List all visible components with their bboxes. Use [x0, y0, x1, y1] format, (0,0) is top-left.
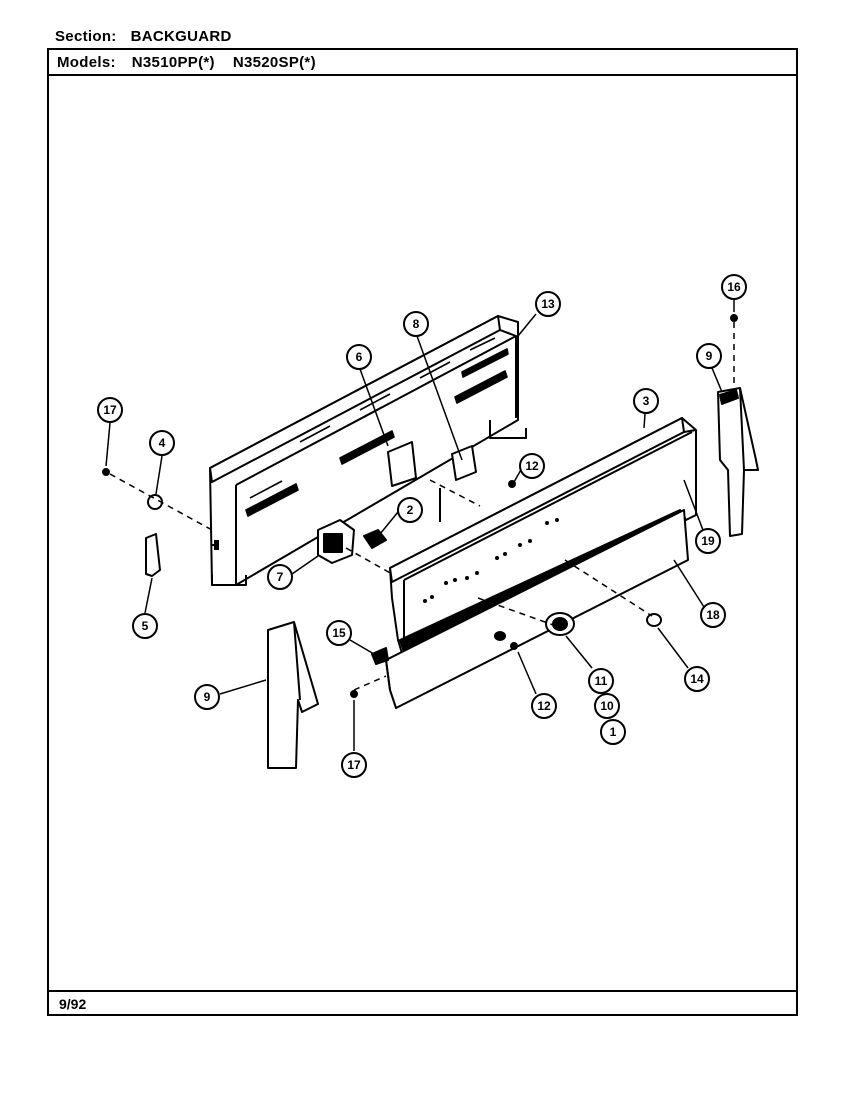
- svg-text:13: 13: [541, 297, 555, 311]
- svg-text:16: 16: [727, 280, 741, 294]
- control-knob: [545, 612, 575, 636]
- callout-9-left: 9: [194, 684, 220, 710]
- callout-6: 6: [346, 344, 372, 370]
- callout-5: 5: [132, 613, 158, 639]
- terminal-block-left: [387, 441, 417, 487]
- svg-text:4: 4: [159, 436, 166, 450]
- explode-lines: [109, 322, 735, 691]
- callout-17-lower: 17: [341, 752, 367, 778]
- callout-9-right: 9: [696, 343, 722, 369]
- callout-4: 4: [149, 430, 175, 456]
- svg-text:15: 15: [332, 626, 346, 640]
- svg-text:10: 10: [600, 699, 614, 713]
- callout-3: 3: [633, 388, 659, 414]
- footer-rule: [49, 990, 796, 992]
- callout-19: 19: [695, 528, 721, 554]
- callout-1: 1: [600, 719, 626, 745]
- svg-text:11: 11: [595, 674, 608, 688]
- svg-text:1: 1: [610, 725, 617, 739]
- svg-text:8: 8: [413, 317, 420, 331]
- screw-17-lower: [350, 690, 358, 698]
- svg-text:12: 12: [537, 699, 551, 713]
- callout-12-upper: 12: [519, 453, 545, 479]
- svg-text:3: 3: [643, 394, 650, 408]
- rear-panel: [209, 315, 527, 586]
- models-label: Models:: [57, 54, 116, 71]
- model-1: N3510PP(*): [131, 54, 215, 71]
- svg-text:6: 6: [356, 350, 363, 364]
- svg-text:2: 2: [407, 503, 414, 517]
- screw-12-lower: [510, 642, 518, 650]
- svg-text:9: 9: [204, 690, 211, 704]
- infinite-switch: [317, 519, 355, 564]
- revision-date: 9/92: [59, 996, 87, 1012]
- callout-14: 14: [684, 666, 710, 692]
- svg-text:18: 18: [706, 608, 720, 622]
- models-line: Models: N3510PP(*) N3520SP(*): [57, 54, 316, 71]
- callout-18: 18: [700, 602, 726, 628]
- callout-16: 16: [721, 274, 747, 300]
- callout-2: 2: [397, 497, 423, 523]
- svg-text:7: 7: [277, 570, 284, 584]
- screw-12-upper: [508, 480, 516, 488]
- callout-13: 13: [535, 291, 561, 317]
- section-value: BACKGUARD: [130, 28, 232, 45]
- left-end-cap: [267, 621, 319, 769]
- svg-text:14: 14: [690, 672, 704, 686]
- switch-stem: [363, 529, 387, 549]
- right-end-cap: [717, 387, 759, 537]
- indicator-light: [646, 613, 662, 627]
- svg-text:9: 9: [706, 349, 713, 363]
- model-2: N3520SP(*): [232, 54, 316, 71]
- header-rule: [49, 74, 796, 76]
- callout-15: 15: [326, 620, 352, 646]
- svg-text:12: 12: [525, 459, 539, 473]
- callout-10: 10: [594, 693, 620, 719]
- callout-11: 11: [588, 668, 614, 694]
- side-bracket: [145, 533, 161, 577]
- section-line: Section: BACKGUARD: [55, 28, 232, 45]
- lower-trim: [385, 509, 689, 709]
- section-label: Section:: [55, 28, 117, 45]
- terminal-block-right: [451, 445, 477, 481]
- washer: [494, 631, 506, 641]
- leader-lines: [105, 300, 735, 751]
- screw-16: [730, 314, 738, 322]
- callout-12-lower: 12: [531, 693, 557, 719]
- diagram-frame: Models: N3510PP(*) N3520SP(*) 9/92: [47, 48, 798, 1016]
- svg-text:17: 17: [103, 403, 117, 417]
- callouts: 16 13 8 6 9 17 4 3 12 2 19 7 5 18 15 9 1…: [97, 274, 747, 778]
- callout-17-left: 17: [97, 397, 123, 423]
- svg-text:17: 17: [347, 758, 361, 772]
- screw-17-left: [102, 468, 110, 476]
- callout-8: 8: [403, 311, 429, 337]
- svg-text:19: 19: [701, 534, 715, 548]
- svg-text:5: 5: [142, 619, 149, 633]
- clip-15: [371, 647, 389, 665]
- callout-7: 7: [267, 564, 293, 590]
